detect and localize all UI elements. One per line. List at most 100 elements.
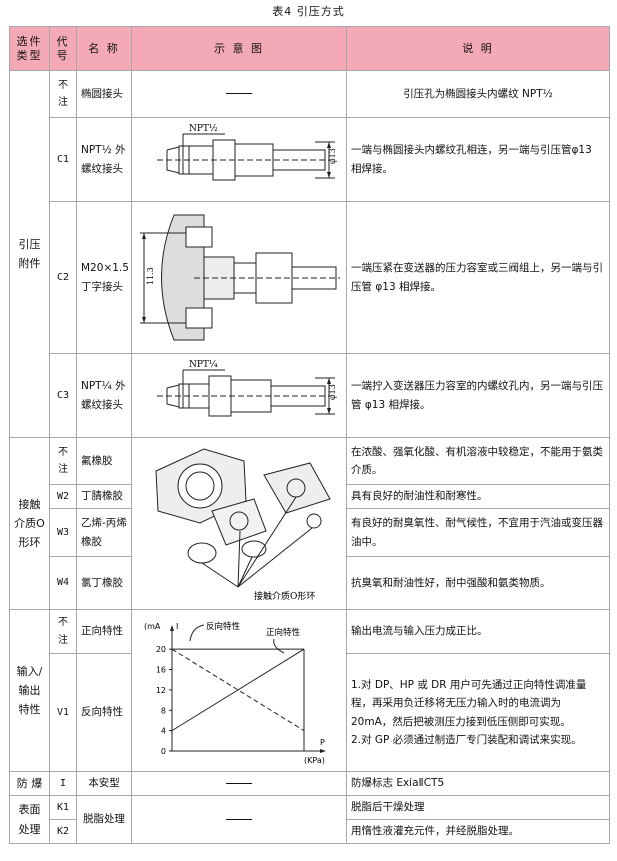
dash-mark <box>226 818 252 820</box>
group-explosion-proof: 防 爆 <box>9 771 50 796</box>
reverse-pointer <box>189 624 205 641</box>
name-cell: 本安型 <box>76 771 132 796</box>
code-cell: 不注 <box>49 609 77 654</box>
figure-none <box>131 795 347 844</box>
code-cell: I <box>49 771 77 796</box>
table-row: 引压附件 不注 椭圆接头 引压孔为椭圆接头内螺纹 NPT½ <box>9 70 610 438</box>
series-line-1 <box>171 648 305 731</box>
c2-dim-label: 11.3 <box>146 267 155 285</box>
code-cell: 不注 <box>49 70 77 118</box>
dash-mark <box>226 782 252 784</box>
desc-cell: 在浓酸、强氧化酸、有机溶液中较稳定，不能用于氨类介质。 <box>346 437 610 485</box>
figure-none <box>131 70 347 118</box>
c3-dim-label: φ13 <box>328 384 337 400</box>
y-axis-arrow <box>170 624 174 631</box>
name-cell: 乙烯-丙烯橡胶 <box>76 508 132 557</box>
oring-label: 接触介质O形环 <box>254 590 315 602</box>
table-row: C2 M20×1.5丁字接头 11.3 一端压 <box>10 201 610 354</box>
table-row: V1 反向特性 1.对 DP、HP 或 DR 用户可先通过正向特性调准量程，再采… <box>10 653 610 772</box>
dash-mark <box>226 93 252 95</box>
desc-cell: 抗臭氧和耐油性好，耐中强酸和氨类物质。 <box>346 556 610 610</box>
name-cell: M20×1.5丁字接头 <box>76 201 132 354</box>
code-cell: C1 <box>49 117 77 202</box>
series-line-0 <box>171 648 305 731</box>
figure-none <box>131 771 347 796</box>
desc-cell: 具有良好的耐油性和耐寒性。 <box>346 484 610 509</box>
header-figure: 示 意 图 <box>131 26 347 71</box>
name-cell: 脱脂处理 <box>76 795 132 844</box>
code-cell: W4 <box>49 556 77 610</box>
y-tick-label: 8 <box>161 706 166 715</box>
table-row: C1 NPT½ 外螺纹接头 NPT½ φ <box>10 117 610 202</box>
x-axis-label: P <box>320 738 325 747</box>
c3-fitting-drawing: NPT¼ φ13 <box>157 359 337 416</box>
group-pressure-fitting: 引压附件 <box>9 70 50 438</box>
desc-cell: 引压孔为椭圆接头内螺纹 NPT½ <box>346 70 610 118</box>
desc-cell: 有良好的耐臭氧性、耐气候性，不宜用于汽油或变压器油中。 <box>346 508 610 557</box>
table-row: W2 丁腈橡胶 具有良好的耐油性和耐寒性。 <box>10 484 610 509</box>
header-name: 名 称 <box>76 26 132 71</box>
code-cell: K1 <box>49 795 77 820</box>
page-title: 表4 引压方式 <box>272 5 345 18</box>
code-cell: K2 <box>49 819 77 844</box>
code-cell: C3 <box>49 353 77 438</box>
desc-cell: 一端压紧在变送器的压力容室或三阀组上，另一端与引压管 φ13 相焊接。 <box>346 201 610 354</box>
name-cell: 椭圆接头 <box>76 70 132 118</box>
series-name-forward: 正向特性 <box>266 627 301 638</box>
desc-cell: 用惰性液灌充元件，并经脱脂处理。 <box>346 819 610 844</box>
y-tick-label: 12 <box>156 685 166 694</box>
y-tick-label: 20 <box>156 645 166 654</box>
figure-c3-fitting: NPT¼ φ13 <box>131 353 347 438</box>
table-row: W3 乙烯-丙烯橡胶 有良好的耐臭氧性、耐气候性，不宜用于汽油或变压器油中。 <box>10 508 610 557</box>
desc-cell: 脱脂后干燥处理 <box>346 795 610 820</box>
y-axis-label: I <box>176 622 178 631</box>
desc-cell: 1.对 DP、HP 或 DR 用户可先通过正向特性调准量程，再采用负迁移将无压力… <box>346 653 610 772</box>
group-surface: 表面处理 <box>9 795 50 844</box>
oring-drawing: 接触介质O形环 <box>155 448 331 602</box>
name-cell: NPT¼ 外螺纹接头 <box>76 353 132 438</box>
header-row: 选件类型 代号 名 称 示 意 图 说 明 <box>9 26 610 71</box>
series-name-reverse: 反向特性 <box>206 621 241 632</box>
desc-cell: 一端与椭圆接头内螺纹孔相连，另一端与引压管φ13 相焊接。 <box>346 117 610 202</box>
header-type: 选件类型 <box>9 26 50 71</box>
y-axis-unit: (mA <box>144 622 161 631</box>
c2-tee-drawing: 11.3 <box>140 214 340 341</box>
desc-line-1: 1.对 DP、HP 或 DR 用户可先通过正向特性调准量程，再采用负迁移将无压力… <box>351 678 587 728</box>
figure-oring: 接触介质O形环 <box>131 437 347 610</box>
x-axis-arrow <box>320 748 326 753</box>
desc-line-2: 2.对 GP 必须通过制造厂专门装配和调试来实现。 <box>351 733 582 746</box>
name-cell: 正向特性 <box>76 609 132 654</box>
header-code: 代号 <box>49 26 77 71</box>
figure-c2-tee: 11.3 <box>131 201 347 354</box>
table-row: 防 爆 I 本安型 防爆标志 ExiaⅡCT5 <box>9 771 610 796</box>
code-cell: C2 <box>49 201 77 354</box>
desc-cell: 一端拧入变送器压力容室的内螺纹孔内，另一端与引压管 φ13 相焊接。 <box>346 353 610 438</box>
code-cell: 不注 <box>49 437 77 485</box>
code-cell: V1 <box>49 653 77 772</box>
table-row: 接触介质O形环 不注 氟橡胶 <box>9 437 610 610</box>
forward-pointer <box>273 638 285 653</box>
c1-fitting-drawing: NPT½ φ13 <box>157 123 337 180</box>
name-cell: 丁腈橡胶 <box>76 484 132 509</box>
x-axis-unit: (KPa) <box>304 756 325 765</box>
code-cell: W2 <box>49 484 77 509</box>
table-row: C3 NPT¼ 外螺纹接头 NPT¼ φ <box>10 353 610 438</box>
y-tick-label: 4 <box>161 726 166 735</box>
figure-c1-fitting: NPT½ φ13 <box>131 117 347 202</box>
y-tick-label: 16 <box>156 665 166 674</box>
desc-cell: 输出电流与输入压力成正比。 <box>346 609 610 654</box>
desc-cell: 防爆标志 ExiaⅡCT5 <box>346 771 610 796</box>
name-cell: NPT½ 外螺纹接头 <box>76 117 132 202</box>
code-cell: W3 <box>49 508 77 557</box>
name-cell: 反向特性 <box>76 653 132 772</box>
table-row: W4 氯丁橡胶 抗臭氧和耐油性好，耐中强酸和氨类物质。 <box>10 556 610 610</box>
c3-thread-label: NPT¼ <box>189 359 218 370</box>
name-cell: 氟橡胶 <box>76 437 132 485</box>
table-row: 表面处理 K1 脱脂处理 脱脂后干燥处理 <box>9 795 610 844</box>
table-row: K2 用惰性液灌充元件，并经脱脂处理。 <box>10 819 610 844</box>
group-oring: 接触介质O形环 <box>9 437 50 610</box>
name-cell: 氯丁橡胶 <box>76 556 132 610</box>
